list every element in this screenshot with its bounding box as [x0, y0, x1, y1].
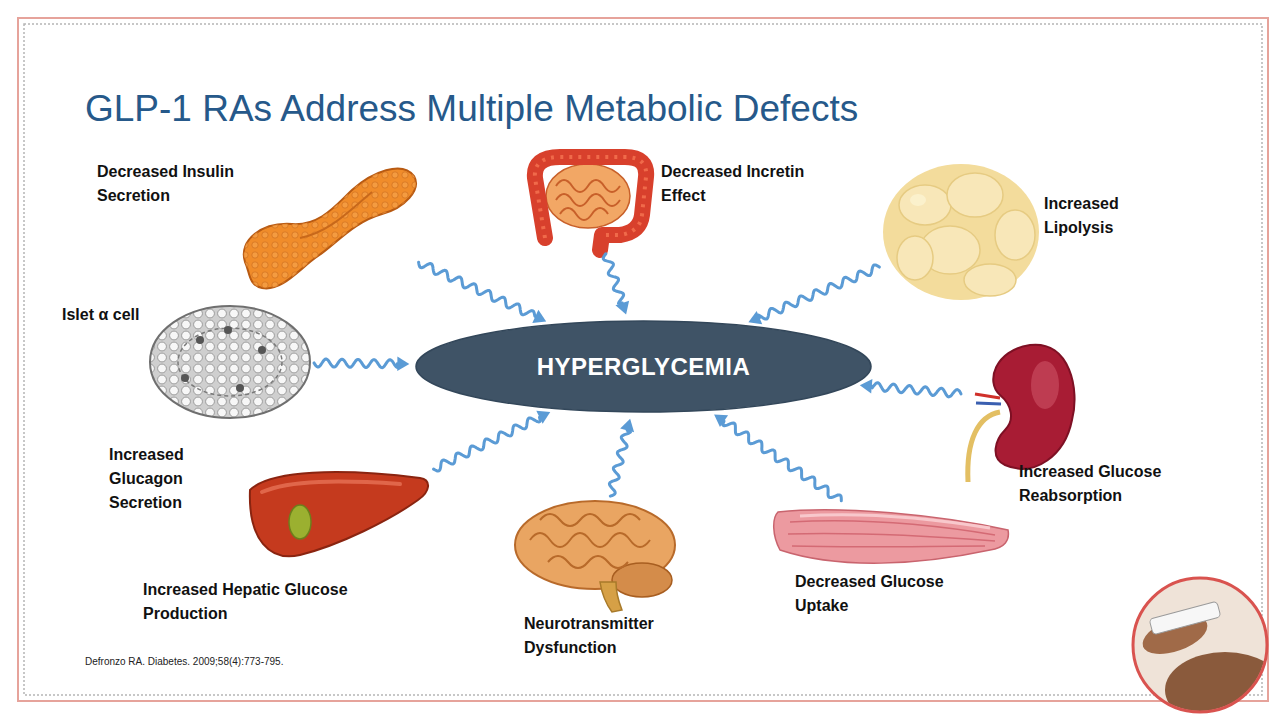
wavy-arrow [314, 357, 409, 371]
arrow-head [615, 301, 629, 315]
fat-cell [947, 173, 1003, 217]
large-intestine-texture [535, 157, 646, 238]
center-label: HYPERGLYCEMIA [415, 320, 872, 413]
islet-core [178, 328, 282, 396]
node-label: Increased Glucose Reabsorption [1019, 460, 1189, 508]
wavy-line [758, 265, 879, 319]
arrow-head [860, 379, 873, 393]
alpha-cell [181, 374, 189, 382]
wavy-line [603, 254, 623, 303]
slide-title: GLP-1 RAs Address Multiple Metabolic Def… [85, 86, 1185, 132]
node-label: Islet α cell [62, 303, 172, 327]
citation: Defronzo RA. Diabetes. 2009;58(4):773-79… [85, 655, 485, 668]
alpha-cell [258, 346, 266, 354]
node-label: Increased Hepatic Glucose Production [143, 578, 393, 626]
wavy-line [314, 359, 397, 368]
hyperglycemia-ellipse: HYPERGLYCEMIA [415, 320, 872, 413]
kidney-illustration [993, 345, 1074, 469]
pancreas-illustration [244, 169, 416, 289]
ellipse-fill [416, 321, 871, 412]
islet-illustration [150, 306, 310, 418]
fat-cell [964, 264, 1016, 296]
wavy-arrow [419, 262, 547, 323]
wavy-line [609, 430, 630, 496]
intestine-loops [556, 180, 620, 220]
arrow-head [714, 414, 728, 427]
pancreas-node: Decreased Insulin Secretion [240, 150, 415, 290]
fat-cell [995, 210, 1035, 260]
wavy-arrow [603, 254, 629, 315]
brain-node: Neurotransmitter Dysfunction [515, 500, 675, 612]
arrow-head [532, 310, 546, 323]
brainstem [600, 582, 622, 612]
node-label: Increased Glucagon Secretion [109, 443, 204, 515]
photo-device [1149, 601, 1221, 635]
fat-cell [899, 185, 951, 225]
gut-node: Decreased Incretin Effect [520, 148, 655, 250]
arrow-head [748, 311, 762, 324]
node-label: Increased Lipolysis [1044, 192, 1154, 240]
arrow-head [536, 411, 550, 424]
alpha-cell [224, 326, 232, 334]
renal-vein [976, 403, 1001, 404]
brain-folds [530, 514, 650, 568]
fat-node: Increased Lipolysis [883, 165, 1040, 300]
arrow-head [620, 419, 634, 432]
liver-node: Increased Hepatic Glucose Production [245, 470, 430, 562]
pancreas-texture [244, 169, 416, 289]
wavy-line [872, 383, 961, 397]
node-label: Decreased Insulin Secretion [97, 160, 257, 208]
pancreatic-duct [300, 192, 372, 238]
slide-frame-inner [24, 24, 1262, 695]
wavy-arrow [434, 411, 551, 471]
adipose-tissue [883, 164, 1039, 300]
alpha-cell [236, 384, 244, 392]
alpha-cell [196, 336, 204, 344]
muscle-highlight [800, 515, 990, 528]
wavy-arrow [748, 265, 879, 324]
wavy-arrow [609, 419, 634, 496]
node-label: Neurotransmitter Dysfunction [524, 612, 684, 660]
arrow-head [397, 357, 409, 371]
slide-frame [18, 18, 1268, 701]
photo-ring [1133, 578, 1267, 712]
node-label: Decreased Incretin Effect [661, 160, 831, 208]
fat-highlight [910, 194, 926, 206]
wavy-line [419, 262, 536, 316]
liver-highlight [262, 482, 400, 492]
large-intestine [535, 157, 646, 250]
ureter [968, 412, 1000, 482]
small-intestine [546, 164, 630, 228]
liver-illustration [250, 472, 428, 556]
wavy-arrow [714, 414, 841, 500]
renal-artery [975, 394, 1000, 398]
corner-photo [1130, 575, 1280, 720]
node-label: Decreased Glucose Uptake [795, 570, 965, 618]
muscle-node: Decreased Glucose Uptake [775, 503, 1010, 568]
wavy-line [723, 421, 842, 501]
wavy-arrow [860, 379, 961, 397]
islet-node: Islet α cellIncreased Glucagon Secretion [150, 306, 310, 418]
muscle-illustration [774, 510, 1009, 563]
wavy-line [434, 417, 541, 471]
gallbladder [289, 505, 311, 539]
kidney-highlight [1031, 361, 1059, 409]
kidney-node: Increased Glucose Reabsorption [965, 340, 1075, 458]
fat-cell [897, 236, 933, 280]
